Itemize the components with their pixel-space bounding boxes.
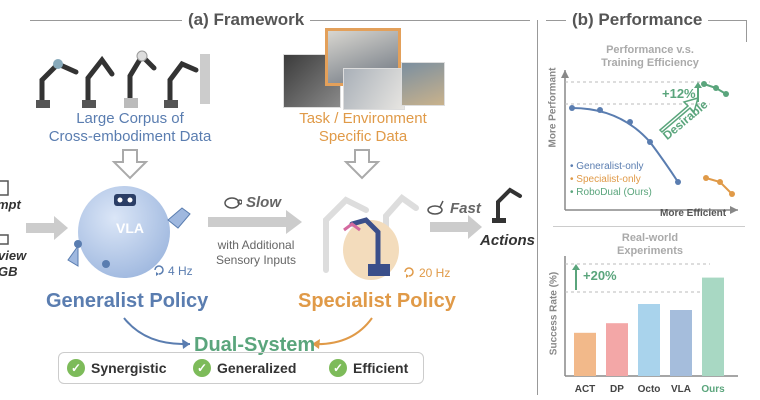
task-photo-collage bbox=[283, 28, 445, 110]
bar-octo bbox=[638, 304, 660, 376]
down-arrow-right bbox=[343, 149, 381, 180]
actions-robot-icon bbox=[492, 187, 522, 223]
task-photo-4 bbox=[401, 62, 445, 106]
camera-icon bbox=[0, 234, 9, 245]
desirable-arrow bbox=[658, 96, 700, 134]
fast-label: Fast bbox=[450, 200, 481, 217]
down-arrow-left bbox=[111, 149, 149, 180]
sensory-inputs-label: with Additional Sensory Inputs bbox=[215, 238, 297, 267]
flow-arrows bbox=[26, 149, 482, 349]
bar-label-vla: VLA bbox=[671, 384, 691, 395]
turtle-icon bbox=[224, 197, 242, 209]
robot-arms-illustration bbox=[36, 50, 210, 108]
rabbit-icon bbox=[427, 200, 444, 215]
bar-label-dp: DP bbox=[610, 384, 624, 395]
bar-dp bbox=[606, 323, 628, 376]
chart1-gain: +12% bbox=[662, 86, 696, 101]
chart2-ylabel: Success Rate (%) bbox=[548, 271, 560, 356]
slow-arrow bbox=[208, 210, 302, 234]
bar-label-ours: Ours bbox=[701, 384, 725, 395]
properties-box: ✓ Synergistic ✓ Generalized ✓ Efficient bbox=[58, 352, 424, 384]
framework-title: (a) Framework bbox=[182, 10, 311, 30]
legend-generalist: • Generalist-only bbox=[570, 161, 644, 172]
slow-label: Slow bbox=[246, 194, 282, 211]
chart2-gain: +20% bbox=[583, 268, 617, 283]
bar-label-octo: Octo bbox=[638, 384, 661, 395]
chart1-plot bbox=[561, 70, 738, 214]
bar-ours bbox=[702, 277, 724, 376]
legend-robodual: • RoboDual (Ours) bbox=[570, 187, 652, 198]
bar-act bbox=[574, 332, 596, 376]
corpus-label: Large Corpus of Cross-embodiment Data bbox=[48, 110, 212, 145]
task-photo-3 bbox=[343, 68, 405, 110]
property-efficient: ✓ Efficient bbox=[329, 359, 408, 377]
legend-specialist: • Specialist-only bbox=[570, 174, 641, 185]
refresh-icon-specialist bbox=[404, 267, 414, 278]
specialist-robot-illustration bbox=[323, 193, 419, 280]
input-label-prompt: mpt bbox=[0, 197, 21, 212]
check-icon: ✓ bbox=[329, 359, 347, 377]
bar-vla bbox=[670, 310, 692, 376]
input-label-view: view bbox=[0, 248, 27, 263]
vla-robot-illustration bbox=[67, 186, 191, 278]
vla-frequency: 4 Hz bbox=[168, 264, 193, 278]
dual-system-title: Dual-System bbox=[194, 334, 316, 356]
input-arrow bbox=[26, 216, 68, 240]
bar-label-act: ACT bbox=[575, 384, 596, 395]
performance-title: (b) Performance bbox=[566, 10, 709, 30]
specialist-frequency: 20 Hz bbox=[419, 266, 451, 280]
prompt-icon bbox=[0, 180, 9, 196]
chart2-title: Real-world Experiments bbox=[616, 232, 684, 257]
chart2-bar-plot: ACT DP Octo VLA Ours bbox=[564, 256, 738, 395]
check-icon: ✓ bbox=[193, 359, 211, 377]
specialist-policy-title: Specialist Policy bbox=[298, 290, 456, 312]
actions-label: Actions bbox=[480, 232, 536, 249]
task-data-label: Task / Environment Specific Data bbox=[299, 110, 427, 145]
input-label-rgb: GB bbox=[0, 264, 18, 279]
chart1-xlabel: More Efficient bbox=[660, 208, 727, 219]
chart1-title: Performance v.s. Training Efficiency bbox=[601, 44, 699, 69]
fast-arrow bbox=[430, 215, 482, 239]
generalist-policy-title: Generalist Policy bbox=[46, 290, 209, 312]
vla-label: VLA bbox=[116, 220, 144, 236]
property-synergistic: ✓ Synergistic bbox=[67, 359, 166, 377]
chart1-ylabel: More Performant bbox=[547, 67, 559, 148]
property-generalized: ✓ Generalized bbox=[193, 359, 296, 377]
refresh-icon bbox=[154, 265, 164, 276]
chart1-legend: • Generalist-only • Specialist-only • Ro… bbox=[570, 160, 652, 199]
check-icon: ✓ bbox=[67, 359, 85, 377]
